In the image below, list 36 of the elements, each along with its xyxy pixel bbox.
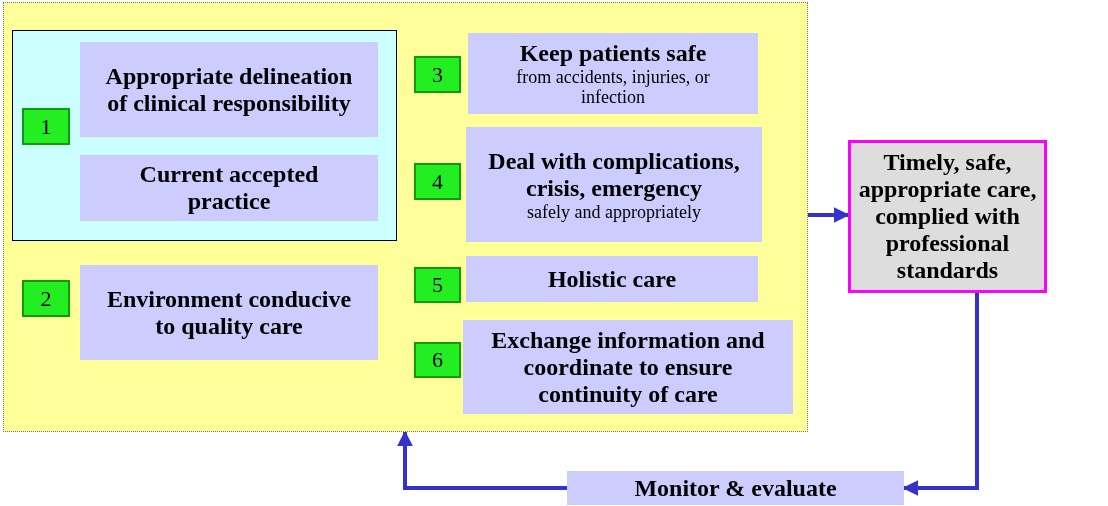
box-heading: Current accepted practice <box>138 161 320 215</box>
step-number-text: 4 <box>432 168 443 195</box>
box-heading: Timely, safe, appropriate care, complied with professional standards <box>857 149 1038 284</box>
box-heading: Holistic care <box>547 265 677 293</box>
box-subtext: from accidents, injuries, or infection <box>515 67 711 107</box>
step-box <box>466 256 758 302</box>
step-number <box>22 280 70 317</box>
outcome-box <box>848 140 1047 293</box>
box-heading: Keep patients safe <box>519 40 707 67</box>
box-heading: Exchange information and coordinate to ensure continuity of care <box>490 326 766 408</box>
step-box <box>468 33 758 114</box>
process-box <box>567 471 904 505</box>
step-number-text: 3 <box>432 61 443 88</box>
step-number <box>22 108 70 145</box>
step-box <box>80 42 378 137</box>
step-box <box>463 320 793 414</box>
box-heading: Monitor & evaluate <box>634 474 837 502</box>
step-number-text: 2 <box>40 285 52 312</box>
box-heading: Deal with complications, crisis, emergency <box>487 147 741 202</box>
group-panel <box>12 30 397 241</box>
box-subtext: safely and appropriately <box>527 201 701 222</box>
box-heading: Environment conducive to quality care <box>105 285 353 340</box>
panel-background <box>3 2 808 432</box>
arrow <box>397 430 567 490</box>
step-number-text: 6 <box>432 347 443 373</box>
step-number <box>414 163 461 200</box>
step-number <box>414 342 461 378</box>
arrow <box>808 207 850 223</box>
step-box <box>466 127 762 242</box>
step-number-text: 1 <box>40 113 52 140</box>
step-box <box>80 155 378 221</box>
step-number-text: 5 <box>432 272 443 298</box>
step-number <box>414 267 461 303</box>
step-box <box>80 265 378 360</box>
box-heading: Appropriate delineation of clinical responsibility <box>104 62 354 117</box>
step-number <box>414 56 461 93</box>
